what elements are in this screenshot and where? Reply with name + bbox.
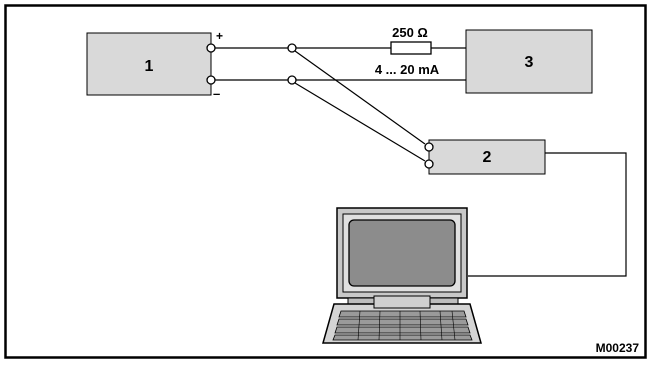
laptop-trackpad-strip	[373, 295, 431, 309]
resistor-label: 250 Ω	[392, 25, 428, 40]
block-1: 1	[86, 32, 212, 96]
terminal-block2-b	[424, 159, 434, 169]
resistor-body	[390, 41, 432, 55]
keyboard-row-2	[336, 318, 469, 326]
terminal-block1-plus	[206, 43, 216, 53]
keyboard-row-3	[334, 326, 471, 334]
current-label: 4 ... 20 mA	[375, 62, 440, 77]
keyboard-row-1	[338, 310, 467, 318]
tap-wire-plus	[294, 50, 426, 145]
laptop-keyboard	[332, 310, 473, 341]
junction-minus	[287, 75, 297, 85]
block-1-box	[86, 32, 212, 96]
tap-wire-minus	[294, 82, 426, 162]
terminal-block1-minus	[206, 75, 216, 85]
resistor: 250 Ω	[390, 25, 432, 55]
minus-sign: –	[213, 86, 220, 101]
keyboard-row-4	[332, 334, 473, 341]
terminal-block2-a	[424, 142, 434, 152]
keyboard-key-dividers	[357, 310, 456, 341]
block-2-box	[428, 139, 546, 175]
outer-frame	[4, 4, 647, 359]
block-2: 2	[428, 139, 546, 175]
block-3-box	[465, 29, 593, 94]
block-2-label: 2	[483, 149, 492, 166]
laptop-screen	[348, 219, 456, 287]
block-3-label: 3	[525, 54, 534, 71]
plus-sign: +	[216, 29, 223, 43]
block-3: 3	[465, 29, 593, 94]
block-1-label: 1	[145, 58, 154, 75]
laptop-icon	[322, 207, 482, 344]
figure-code: M00237	[596, 341, 640, 355]
laptop-cable	[468, 152, 627, 277]
junction-plus	[287, 43, 297, 53]
